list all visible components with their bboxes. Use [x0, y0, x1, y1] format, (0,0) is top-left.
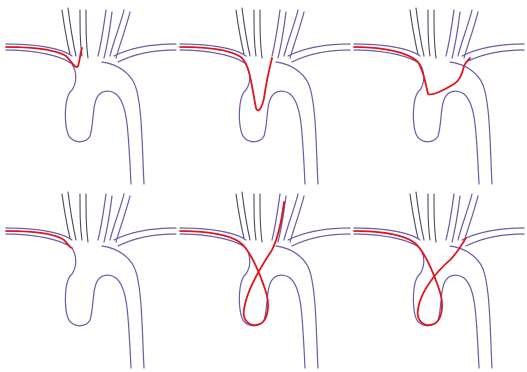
aortic-arch-outline — [354, 8, 524, 184]
catheter-path — [6, 231, 72, 248]
aortic-arch-outline — [180, 192, 350, 368]
panel-row2-col3 — [354, 188, 524, 368]
panel-row1-col2 — [180, 4, 350, 184]
aortic-arch-outline — [6, 8, 176, 184]
panel-row1-col3 — [354, 4, 524, 184]
aortic-arch-outline — [6, 192, 176, 368]
panel-row1-col1 — [6, 4, 176, 184]
panel-row2-col2 — [180, 188, 350, 368]
panel-row2-col1 — [6, 188, 176, 368]
aortic-arch-outline — [354, 192, 524, 368]
catheter-path — [180, 47, 272, 110]
catheter-path — [354, 231, 466, 325]
catheter-path — [180, 202, 284, 325]
